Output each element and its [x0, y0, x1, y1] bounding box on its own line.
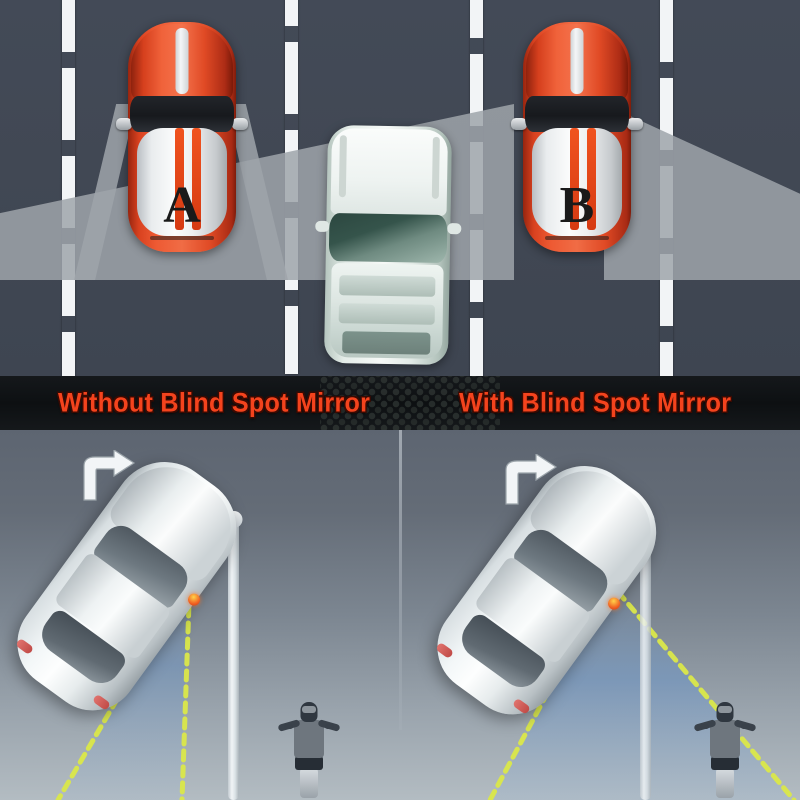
car-a-label: A — [163, 177, 201, 234]
suv-windshield — [328, 212, 448, 264]
panel-without-blind-spot-mirror — [0, 430, 400, 800]
car-a-stripe-right — [192, 128, 201, 230]
suv-vent-lower — [338, 303, 435, 325]
right-turn-arrow-right — [505, 454, 558, 505]
rider-hips — [711, 756, 739, 770]
mirror-coverage-fan-b-right — [604, 104, 800, 280]
car-b-roof: B — [532, 128, 622, 236]
car-b-label: B — [559, 177, 595, 234]
handlebar-left — [284, 724, 293, 729]
car-a-roof: A — [137, 128, 227, 236]
label-without-blind-spot-mirror: Without Blind Spot Mirror — [58, 387, 371, 418]
motorcycle — [716, 768, 734, 798]
car-a-stripe-left — [175, 128, 184, 230]
top-road-scene: A — [0, 0, 800, 376]
rider-hips — [295, 756, 323, 770]
suv-roof — [330, 128, 449, 217]
vehicle-suv-middle — [315, 124, 462, 366]
car-b-hood-stripe — [570, 28, 584, 94]
car-b-windshield — [525, 96, 629, 132]
suv-mirror-left — [315, 220, 330, 232]
motorcyclist — [277, 702, 341, 798]
motorcycle — [300, 768, 318, 798]
car-b-trunk-line — [545, 236, 609, 240]
car-a-hood — [131, 24, 233, 102]
suv-mirror-right — [447, 223, 462, 235]
rider-visor — [302, 706, 316, 713]
car-b-hood — [526, 24, 628, 102]
carbon-mesh-texture — [320, 376, 500, 430]
handlebar-right — [741, 724, 750, 729]
car-b-stripe-left — [570, 128, 579, 230]
car-a-trunk-line — [150, 236, 214, 240]
right-turn-arrow-left — [83, 450, 136, 501]
car-a-mirror-left — [116, 118, 132, 130]
car-b-mirror-left — [511, 118, 527, 130]
car-a-hood-stripe — [175, 28, 189, 94]
suv-engine-bay — [342, 331, 431, 355]
handlebar-left — [700, 724, 709, 729]
panel-with-blind-spot-mirror — [400, 430, 800, 800]
handlebar-right — [325, 724, 334, 729]
suv-roof-rail-right — [431, 136, 440, 199]
motorcyclist — [693, 702, 757, 798]
panel-divider — [399, 430, 402, 730]
lane-marking — [62, 0, 75, 376]
vehicle-car-b: B — [511, 22, 643, 252]
car-a-windshield — [130, 96, 234, 132]
car-b-mirror-right — [627, 118, 643, 130]
street-pole — [225, 511, 242, 800]
label-with-blind-spot-mirror: With Blind Spot Mirror — [459, 387, 732, 418]
vehicle-car-a: A — [116, 22, 248, 252]
car-b-stripe-right — [587, 128, 596, 230]
suv-roof-rail-left — [338, 135, 347, 198]
suv-vent-upper — [339, 275, 436, 297]
bottom-comparison-scene — [0, 430, 800, 800]
car-a-mirror-right — [232, 118, 248, 130]
rider-visor — [718, 706, 732, 713]
comparison-banner: Without Blind Spot Mirror With Blind Spo… — [0, 376, 800, 430]
